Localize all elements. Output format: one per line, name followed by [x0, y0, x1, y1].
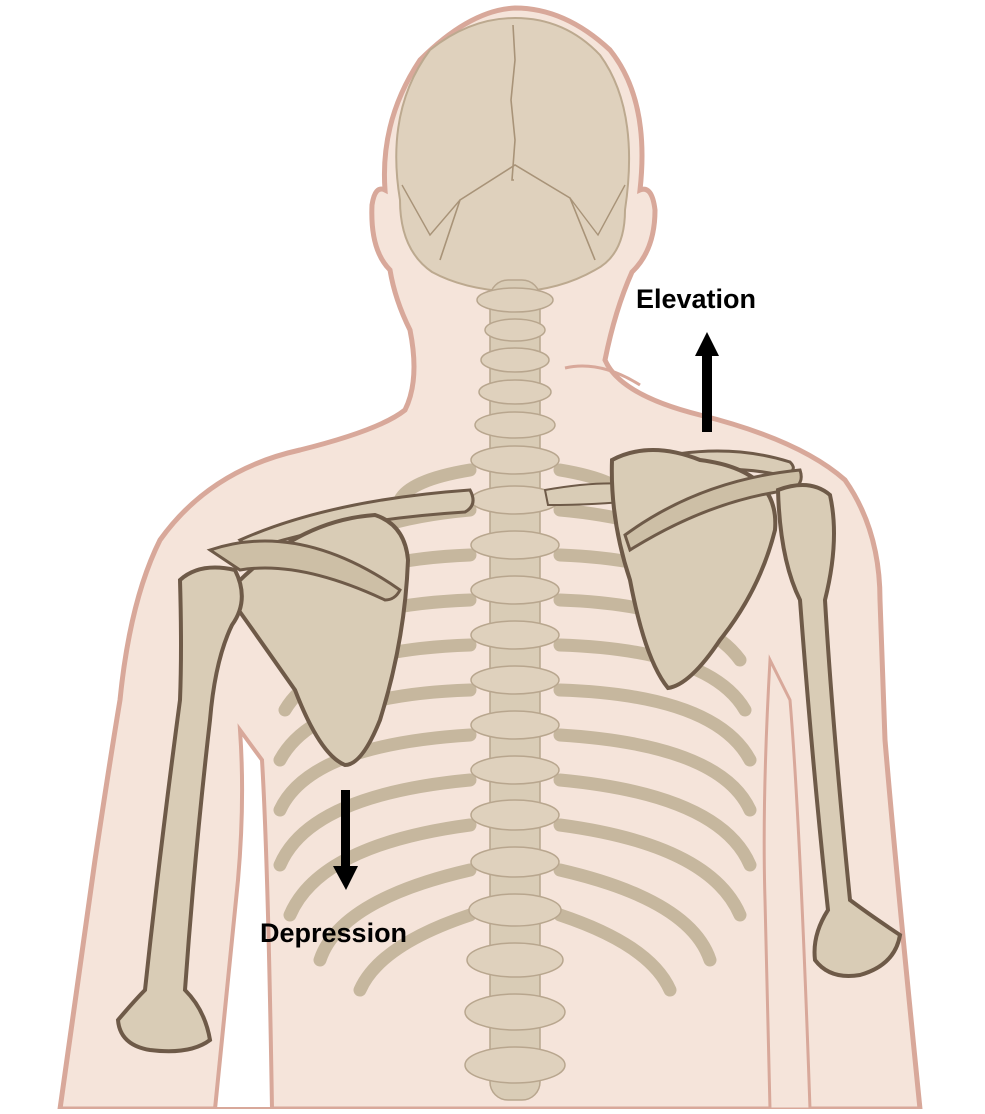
- depression-arrow-icon: [333, 790, 358, 890]
- vertebral-column: [464, 279, 566, 1101]
- skull: [395, 16, 631, 294]
- left-scapula: [206, 512, 411, 768]
- depression-label: Depression: [260, 918, 408, 948]
- left-arm-gap: [212, 723, 275, 1111]
- left-humerus: [115, 565, 244, 1054]
- right-arm-gap: [762, 654, 812, 1111]
- elevation-label: Elevation: [636, 284, 757, 314]
- right-humerus: [775, 483, 903, 978]
- right-scapula: [609, 448, 803, 691]
- elevation-arrow-icon: [695, 332, 719, 432]
